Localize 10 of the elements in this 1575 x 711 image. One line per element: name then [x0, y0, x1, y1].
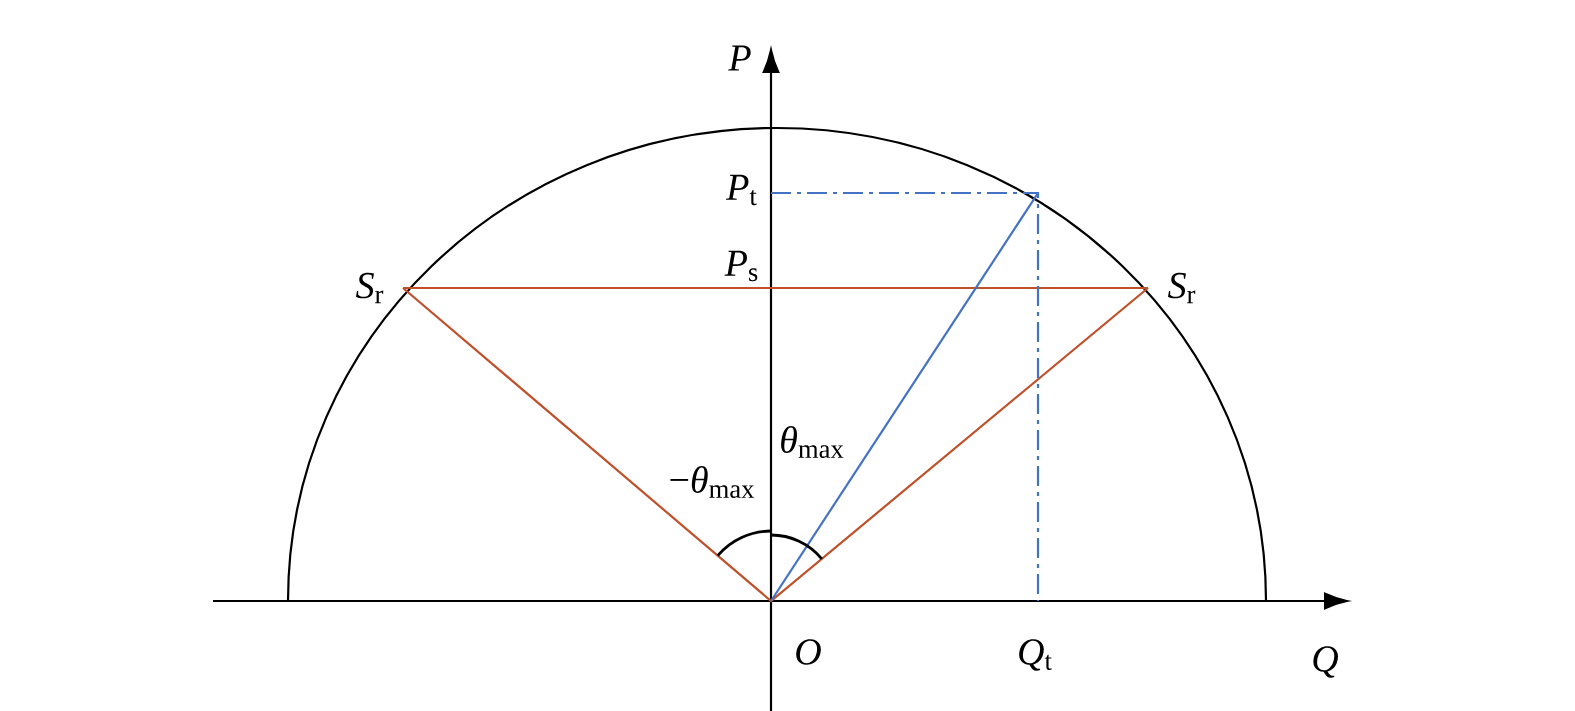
point-label: Q$_{t}$ — [1019, 639, 1052, 671]
angle-label: θ$_{max}$ — [781, 426, 844, 458]
origin-label: O — [796, 639, 821, 665]
angle-label: −θ$_{max}$ — [670, 466, 755, 498]
point-label: S$_{r}$ — [1168, 272, 1196, 304]
point-label: P$_{t}$ — [726, 174, 757, 206]
axis-label: Q — [1313, 646, 1338, 678]
point-label: S$_{r}$ — [356, 272, 384, 304]
axis-label: P — [728, 45, 751, 71]
point-label: P$_{s}$ — [724, 250, 758, 282]
